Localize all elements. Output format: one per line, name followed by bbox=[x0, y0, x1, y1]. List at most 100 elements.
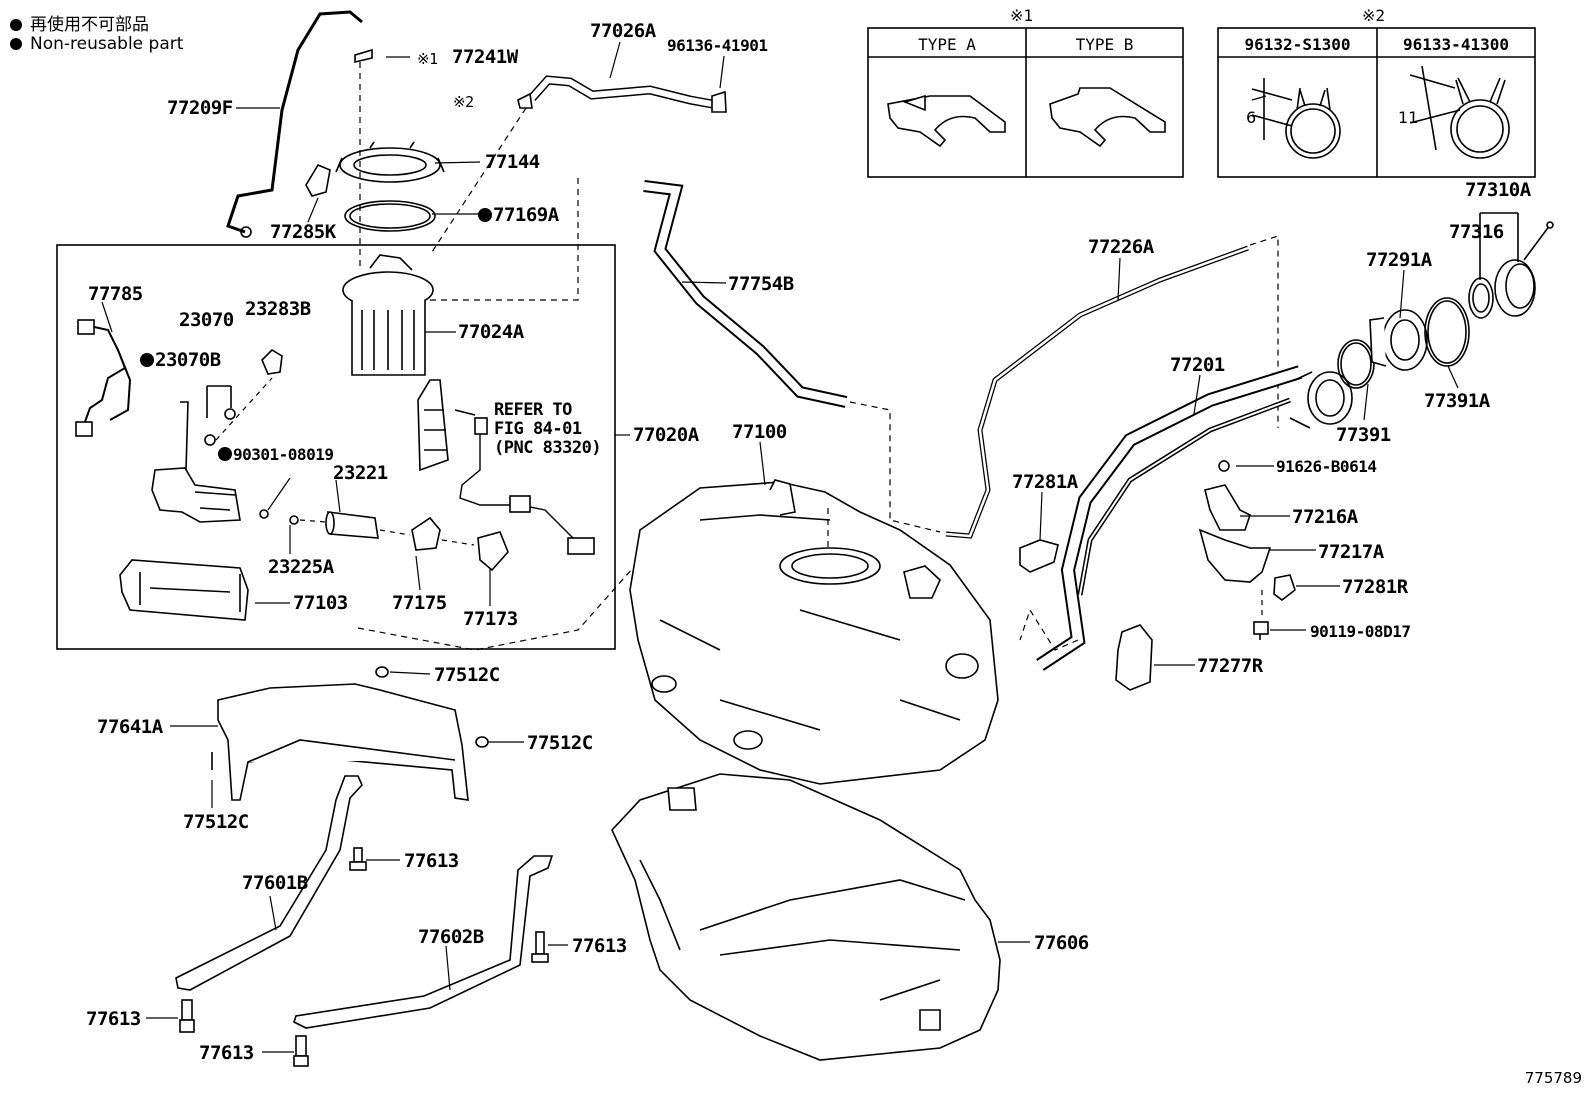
label-77277R: 77277R bbox=[1197, 655, 1263, 677]
filler-neck-77291A bbox=[1369, 309, 1428, 371]
label-77173: 77173 bbox=[463, 608, 518, 630]
part-77173 bbox=[477, 531, 509, 572]
strap-77601B bbox=[175, 775, 363, 991]
dimension-11: 11 bbox=[1398, 108, 1419, 127]
label-77209F: 77209F bbox=[167, 97, 233, 119]
note-line3: (PNC 83320) bbox=[494, 438, 602, 458]
note-line1: REFER TO bbox=[494, 400, 572, 420]
label-77020A: 77020A bbox=[633, 424, 699, 446]
label-23070B: 23070B bbox=[140, 349, 221, 371]
vapor-line-77209F bbox=[226, 10, 363, 234]
fuel-tank-77100 bbox=[629, 481, 999, 785]
bullet-icon bbox=[10, 38, 22, 50]
connector-77285K bbox=[305, 163, 331, 197]
clip-table-frame bbox=[1217, 27, 1536, 178]
label-77175: 77175 bbox=[392, 592, 447, 614]
table1-mark: ※1 bbox=[1010, 6, 1034, 25]
bullet-icon bbox=[10, 19, 22, 31]
legend-japanese: 再使用不可部品 bbox=[10, 10, 149, 35]
label-77241W: 77241W bbox=[452, 46, 518, 68]
fuel-sender bbox=[417, 379, 476, 472]
pump-module-group-frame bbox=[56, 244, 616, 650]
label-90301-08019: 90301-08019 bbox=[218, 445, 334, 464]
label-77613-bottom: 77613 bbox=[199, 1042, 254, 1064]
label-77103: 77103 bbox=[293, 592, 348, 614]
label-77754B: 77754B bbox=[728, 273, 794, 295]
label-77100: 77100 bbox=[732, 421, 787, 443]
legend-english: Non-reusable part bbox=[10, 34, 183, 54]
label-77291A: 77291A bbox=[1366, 249, 1432, 271]
label-77144: 77144 bbox=[485, 151, 540, 173]
label-23225A: 23225A bbox=[268, 556, 334, 578]
pump-23221 bbox=[325, 511, 379, 539]
figure-id: 775789 bbox=[1524, 1069, 1582, 1087]
clip-77241W bbox=[354, 48, 373, 64]
strap-77602B bbox=[293, 855, 554, 1029]
label-77026A: 77026A bbox=[590, 20, 656, 42]
label-23221: 23221 bbox=[333, 462, 388, 484]
hose-clip-96132-icon bbox=[1251, 78, 1341, 159]
label-77391: 77391 bbox=[1336, 424, 1391, 446]
label-77281R: 77281R bbox=[1342, 576, 1408, 598]
label-77613-upper: 77613 bbox=[404, 850, 459, 872]
table2-mark: ※2 bbox=[1362, 6, 1386, 25]
label-77785: 77785 bbox=[88, 283, 143, 305]
label-77512C-right: 77512C bbox=[527, 732, 593, 754]
tray-77103 bbox=[119, 559, 249, 621]
mark-1: ※1 bbox=[417, 50, 438, 68]
protector-77277R bbox=[1115, 624, 1153, 691]
label-77216A: 77216A bbox=[1292, 506, 1358, 528]
bracket-77217A bbox=[1198, 528, 1272, 583]
label-77285K: 77285K bbox=[270, 221, 336, 243]
dimension-6: 6 bbox=[1246, 108, 1257, 127]
label-23070: 23070 bbox=[179, 309, 234, 331]
label-77641A: 77641A bbox=[97, 716, 163, 738]
mark-2: ※2 bbox=[453, 93, 474, 111]
table2-col-a: 96132-S1300 bbox=[1244, 35, 1351, 54]
label-77226A: 77226A bbox=[1088, 236, 1154, 258]
table1-type-b: TYPE B bbox=[1075, 35, 1134, 54]
pump-module-77024A bbox=[342, 254, 434, 376]
fuel-cap-77310A bbox=[1494, 221, 1554, 317]
part-77175 bbox=[411, 516, 441, 551]
under-cover-77606 bbox=[611, 773, 1001, 1061]
gasket-77169A bbox=[344, 200, 436, 232]
table2-col-b: 96133-41300 bbox=[1403, 35, 1509, 54]
label-77512C-lower: 77512C bbox=[183, 811, 249, 833]
label-77391A: 77391A bbox=[1424, 390, 1490, 412]
label-90119-08D17: 90119-08D17 bbox=[1310, 622, 1411, 641]
hose-clip-96133-icon bbox=[1409, 65, 1510, 159]
label-77169A: 77169A bbox=[478, 204, 559, 226]
heat-shield-77641A bbox=[217, 683, 469, 801]
leader-lines bbox=[101, 41, 1459, 1053]
bolt-77613 bbox=[179, 847, 549, 1067]
retainer-77144 bbox=[335, 141, 445, 183]
label-23283B: 23283B bbox=[245, 298, 311, 320]
non-reusable-icon bbox=[478, 208, 492, 222]
bracket-type-b-icon bbox=[1049, 87, 1166, 148]
bracket-type-a-icon bbox=[887, 94, 1006, 148]
label-77602B: 77602B bbox=[418, 926, 484, 948]
bracket-77216A bbox=[1204, 484, 1251, 531]
non-reusable-icon bbox=[218, 447, 232, 461]
label-77024A: 77024A bbox=[458, 321, 524, 343]
harness-77785 bbox=[81, 324, 132, 431]
non-reusable-icon bbox=[140, 353, 154, 367]
label-77613-middle: 77613 bbox=[572, 935, 627, 957]
label-77316: 77316 bbox=[1449, 221, 1504, 243]
label-77281A: 77281A bbox=[1012, 471, 1078, 493]
note-line2: FIG 84-01 bbox=[494, 419, 582, 439]
label-96136-41901: 96136-41901 bbox=[667, 36, 768, 55]
label-91626-B0614: 91626-B0614 bbox=[1276, 457, 1377, 476]
label-77601B: 77601B bbox=[242, 872, 308, 894]
clip-77281R bbox=[1273, 574, 1296, 602]
label-77512C-upper: 77512C bbox=[434, 664, 500, 686]
label-77310A: 77310A bbox=[1465, 179, 1531, 201]
clip-23283B bbox=[261, 348, 283, 375]
label-77613-lower-left: 77613 bbox=[86, 1008, 141, 1030]
type-table-frame bbox=[867, 27, 1184, 178]
pump-base-assembly bbox=[151, 401, 241, 523]
label-77217A: 77217A bbox=[1318, 541, 1384, 563]
